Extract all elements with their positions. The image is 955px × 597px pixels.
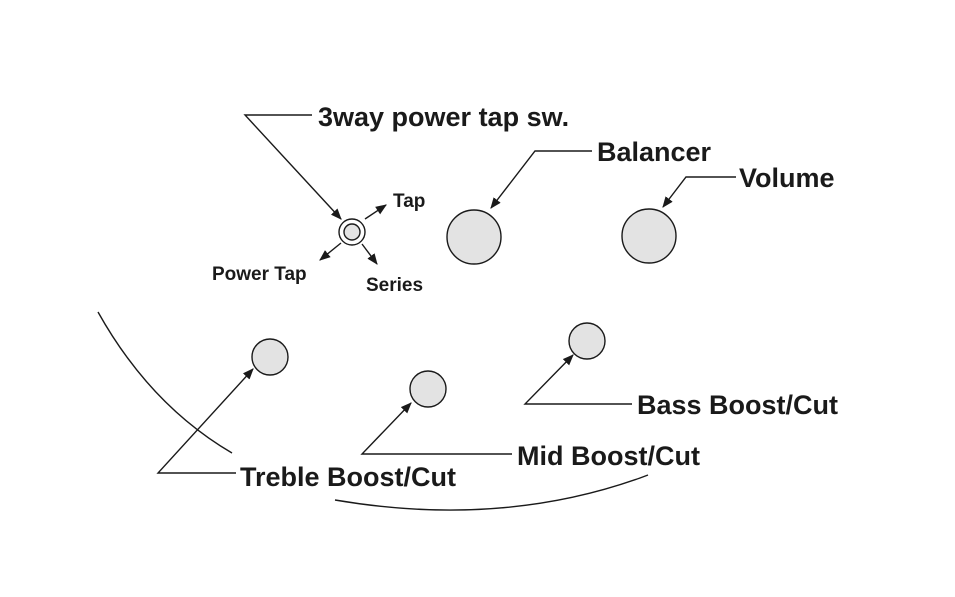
switch-series-label: Series — [366, 275, 423, 296]
body-edge-bottom — [334, 474, 649, 511]
switch-label: 3way power tap sw. — [318, 102, 569, 132]
power-tap-switch[interactable] — [338, 218, 366, 246]
volume-label: Volume — [739, 163, 835, 193]
mid-leader — [360, 402, 512, 455]
mid-label: Mid Boost/Cut — [517, 441, 700, 471]
bass-label: Bass Boost/Cut — [637, 390, 838, 420]
switch-leader — [243, 114, 342, 220]
switch-tap-label: Tap — [393, 191, 425, 212]
treble-label: Treble Boost/Cut — [240, 462, 456, 492]
treble-leader — [156, 368, 254, 474]
balancer-knob[interactable] — [446, 209, 502, 265]
switch-power-tap-label: Power Tap — [212, 264, 307, 285]
switch-arrow-series — [361, 243, 378, 265]
balancer-label: Balancer — [597, 137, 712, 167]
balancer-leader — [490, 150, 592, 209]
body-edge-left — [97, 311, 233, 454]
bass-leader — [523, 354, 632, 405]
switch-arrow-tap — [364, 204, 387, 220]
mid-knob[interactable] — [409, 370, 447, 408]
switch-arrow-power-tap — [319, 242, 342, 261]
volume-leader — [662, 176, 736, 208]
treble-knob[interactable] — [251, 338, 289, 376]
volume-knob[interactable] — [621, 208, 677, 264]
bass-knob[interactable] — [568, 322, 606, 360]
